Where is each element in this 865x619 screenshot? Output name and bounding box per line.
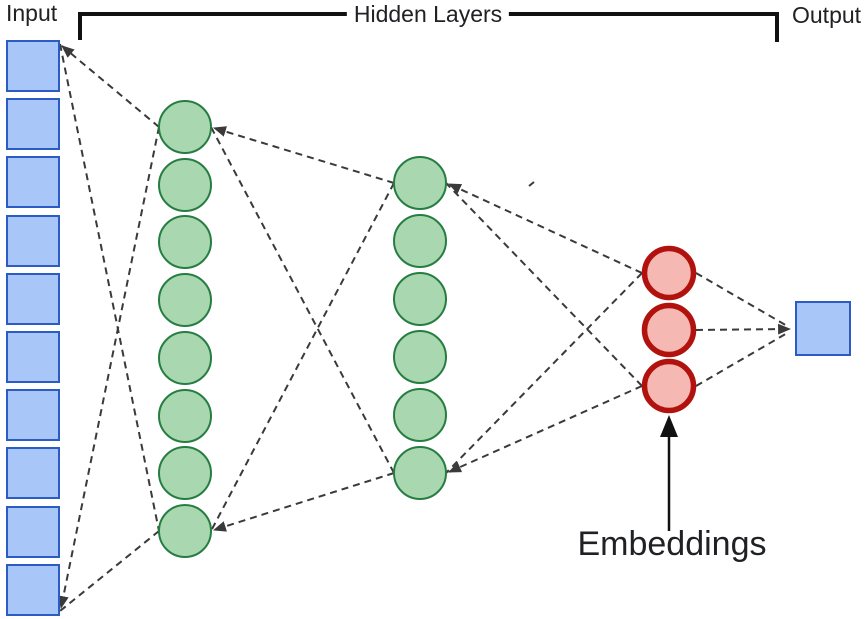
hidden1-node [158, 331, 212, 385]
connection-line [448, 385, 643, 473]
hidden1-node [158, 389, 212, 443]
connection-line [59, 43, 160, 532]
input-label: Input [6, 0, 58, 26]
hidden1-node [158, 100, 212, 154]
input-square [6, 98, 60, 150]
input-square [6, 215, 60, 267]
hidden2-node [393, 388, 447, 442]
hidden1-node [158, 215, 212, 269]
embeddings-arrowhead [660, 415, 678, 437]
hidden1-node [158, 446, 212, 500]
hidden2-node [393, 214, 447, 268]
connection-line [212, 472, 395, 532]
input-square [6, 564, 60, 616]
input-square [6, 389, 60, 441]
connection-line [59, 530, 160, 612]
hidden2-node [393, 156, 447, 210]
hidden2-node [393, 446, 447, 500]
hidden1-node [158, 504, 212, 558]
hidden-layers-label: Hidden Layers [346, 1, 510, 28]
input-square [6, 40, 60, 92]
embedding-node [641, 302, 697, 358]
input-square [6, 331, 60, 383]
connection-line [445, 272, 643, 474]
hidden2-node [393, 272, 447, 326]
hidden1-node [158, 273, 212, 327]
connection-line [695, 272, 790, 328]
connection-line [448, 183, 643, 274]
input-square [6, 506, 60, 558]
connection-line [61, 45, 160, 128]
stray-mark [528, 181, 535, 187]
input-square [6, 273, 60, 325]
embeddings-label: Embeddings [577, 525, 767, 563]
connection-line [212, 126, 395, 184]
connection-line [58, 126, 160, 610]
output-square [795, 301, 851, 356]
hidden2-node [393, 330, 447, 384]
embedding-node [641, 245, 697, 301]
connection-line [210, 182, 395, 532]
connection-line [695, 323, 792, 335]
connection-line [210, 126, 395, 474]
hidden1-node [158, 158, 212, 212]
output-label: Output [792, 2, 862, 28]
input-square [6, 447, 60, 499]
connection-line [695, 331, 790, 387]
input-square [6, 156, 60, 208]
connection-line [445, 182, 643, 387]
embedding-node [641, 358, 697, 414]
